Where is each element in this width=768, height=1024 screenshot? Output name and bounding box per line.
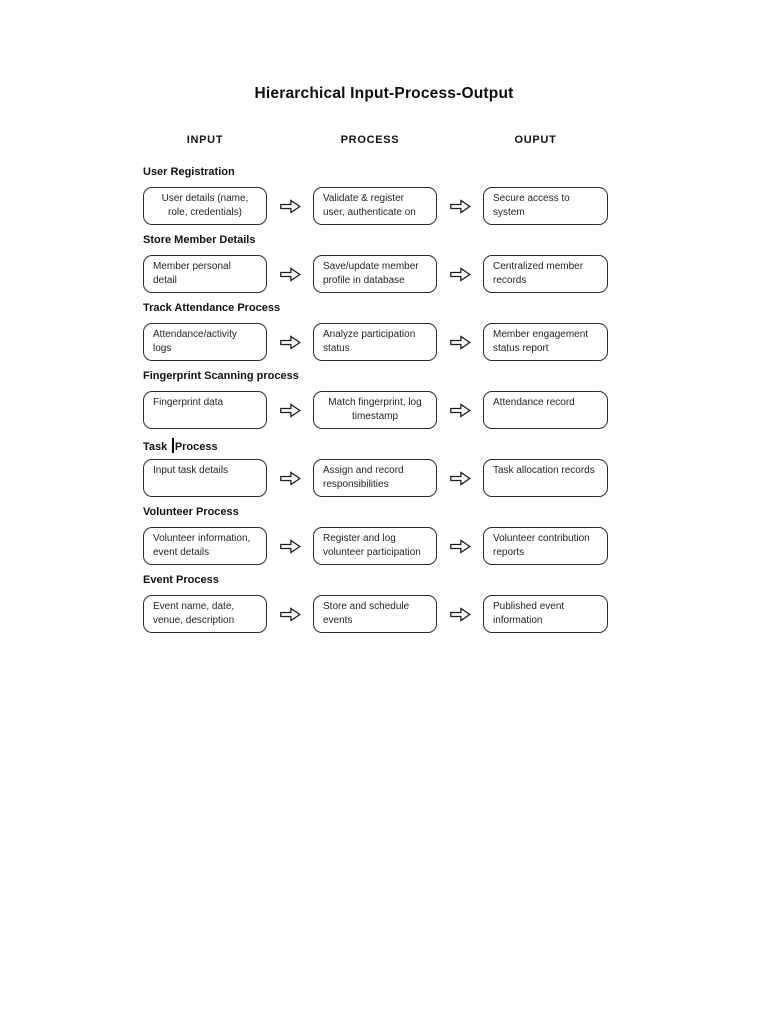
arrow-slot [437,527,483,565]
row-boxes: Fingerprint data Match fingerprint, log … [143,391,608,429]
arrow-slot [437,323,483,361]
process-box: Validate & register user, authenticate o… [313,187,437,225]
input-box: Fingerprint data [143,391,267,429]
input-box: Volunteer information, event details [143,527,267,565]
right-arrow-icon [449,606,471,622]
right-arrow-icon [279,470,301,486]
arrow-slot [267,255,313,293]
hipo-row: Event Process Event name, date, venue, d… [143,574,608,633]
hipo-rows: User Registration User details (name, ro… [143,166,608,642]
arrow-slot [437,255,483,293]
page-title: Hierarchical Input-Process-Output [254,85,514,102]
column-headers: INPUT PROCESS OUPUT [143,134,608,148]
section-heading: Event Process [143,574,219,586]
hipo-row: Task Process Input task details Assign a… [143,438,608,497]
input-box: Event name, date, venue, description [143,595,267,633]
output-box: Member engagement status report [483,323,608,361]
right-arrow-icon [279,538,301,554]
section-heading: Store Member Details [143,234,256,246]
arrow-slot [437,459,483,497]
arrow-slot [267,187,313,225]
output-box: Published event information [483,595,608,633]
process-box: Save/update member profile in database [313,255,437,293]
output-box: Attendance record [483,391,608,429]
section-heading: Fingerprint Scanning process [143,370,299,382]
output-box: Volunteer contribution reports [483,527,608,565]
row-boxes: Input task details Assign and record res… [143,459,608,497]
arrow-slot [437,391,483,429]
column-header-input: INPUT [186,134,224,146]
input-box: Attendance/activity logs [143,323,267,361]
process-box: Match fingerprint, log timestamp [313,391,437,429]
section-heading: Task Process [143,438,608,453]
hipo-row: Track Attendance Process Attendance/acti… [143,302,608,361]
right-arrow-icon [449,470,471,486]
hipo-row: User Registration User details (name, ro… [143,166,608,225]
row-boxes: Event name, date, venue, description Sto… [143,595,608,633]
text-cursor [172,438,174,453]
hipo-row: Fingerprint Scanning process Fingerprint… [143,370,608,429]
arrow-slot [267,391,313,429]
right-arrow-icon [449,538,471,554]
process-box: Store and schedule events [313,595,437,633]
hipo-row: Volunteer Process Volunteer information,… [143,506,608,565]
row-boxes: Volunteer information, event details Reg… [143,527,608,565]
row-boxes: User details (name, role, credentials) V… [143,187,608,225]
right-arrow-icon [279,198,301,214]
right-arrow-icon [279,266,301,282]
arrow-slot [267,595,313,633]
column-header-output: OUPUT [514,134,557,146]
arrow-slot [267,527,313,565]
process-box: Register and log volunteer participation [313,527,437,565]
section-heading: User Registration [143,166,235,178]
output-box: Centralized member records [483,255,608,293]
process-box: Analyze participation status [313,323,437,361]
section-heading: Volunteer Process [143,506,239,518]
input-box: User details (name, role, credentials) [143,187,267,225]
right-arrow-icon [449,334,471,350]
arrow-slot [437,187,483,225]
input-box: Input task details [143,459,267,497]
arrow-slot [437,595,483,633]
right-arrow-icon [449,198,471,214]
arrow-slot [267,323,313,361]
right-arrow-icon [449,266,471,282]
output-box: Secure access to system [483,187,608,225]
row-boxes: Member personal detail Save/update membe… [143,255,608,293]
right-arrow-icon [449,402,471,418]
right-arrow-icon [279,402,301,418]
column-header-process: PROCESS [340,134,400,146]
output-box: Task allocation records [483,459,608,497]
right-arrow-icon [279,334,301,350]
section-heading: Track Attendance Process [143,302,281,314]
process-box: Assign and record responsibilities [313,459,437,497]
row-boxes: Attendance/activity logs Analyze partici… [143,323,608,361]
arrow-slot [267,459,313,497]
hipo-row: Store Member Details Member personal det… [143,234,608,293]
right-arrow-icon [279,606,301,622]
input-box: Member personal detail [143,255,267,293]
